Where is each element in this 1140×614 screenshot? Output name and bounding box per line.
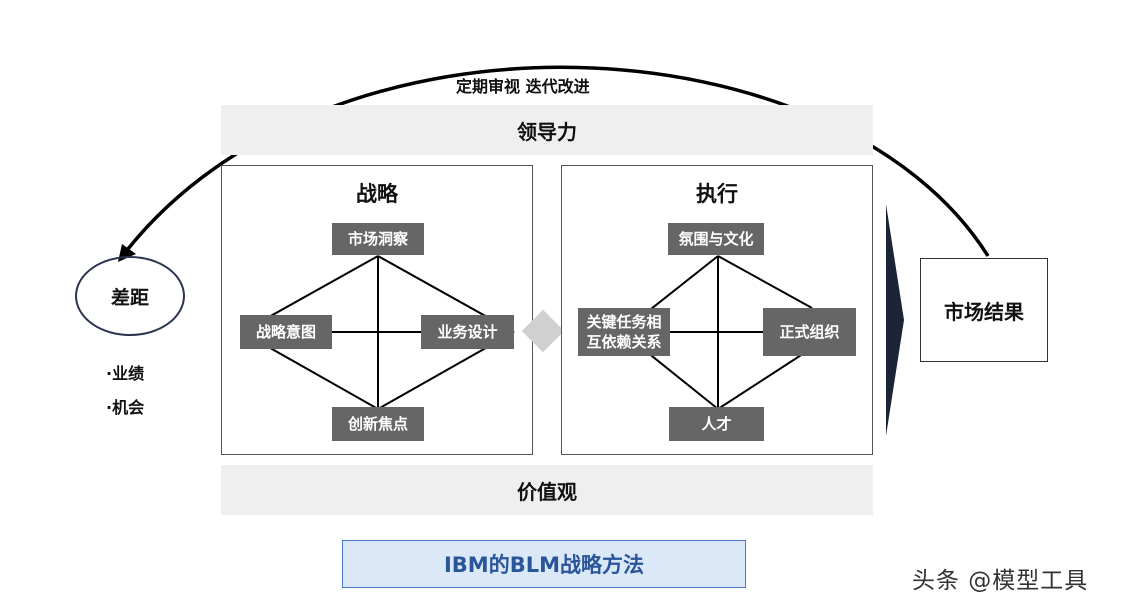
node-talent: 人才 xyxy=(669,407,764,441)
diagram-caption: IBM的BLM战略方法 xyxy=(342,540,746,588)
arc-label: 定期审视 迭代改进 xyxy=(456,77,590,96)
feedback-arc-path xyxy=(122,65,990,257)
gap-ellipse: 差距 xyxy=(75,256,185,336)
strategy-title: 战略 xyxy=(356,182,398,206)
strategy-panel: 战略 市场洞察 战略意图 业务设计 创新焦点 xyxy=(221,165,533,455)
execution-title: 执行 xyxy=(696,182,738,206)
node-business-design: 业务设计 xyxy=(421,315,514,349)
market-results-label: 市场结果 xyxy=(944,299,1024,324)
node-innovation-focus: 创新焦点 xyxy=(332,407,424,441)
node-climate-culture: 氛围与文化 xyxy=(668,223,764,255)
gap-bullet-performance: ·业绩 xyxy=(106,364,145,383)
node-strategic-intent: 战略意图 xyxy=(240,315,332,349)
execution-arrow xyxy=(886,204,904,436)
node-formal-organization: 正式组织 xyxy=(763,308,856,356)
execution-panel: 执行 氛围与文化 关键任务相 互依赖关系 正式组织 人才 xyxy=(561,165,873,455)
values-band: 价值观 xyxy=(221,465,873,515)
watermark: 头条 @模型工具 xyxy=(912,568,1089,594)
gap-label: 差距 xyxy=(110,286,149,309)
leadership-band: 领导力 xyxy=(221,105,873,155)
node-critical-tasks-line1: 关键任务相 xyxy=(586,313,662,331)
market-results-box: 市场结果 xyxy=(920,258,1048,362)
gap-bullets: ·业绩 ·机会 xyxy=(106,357,144,425)
node-critical-tasks-line2: 互依赖关系 xyxy=(586,333,662,351)
node-market-insight: 市场洞察 xyxy=(332,223,424,255)
node-critical-tasks: 关键任务相 互依赖关系 xyxy=(578,308,670,356)
gap-bullet-opportunity: ·机会 xyxy=(106,398,145,417)
